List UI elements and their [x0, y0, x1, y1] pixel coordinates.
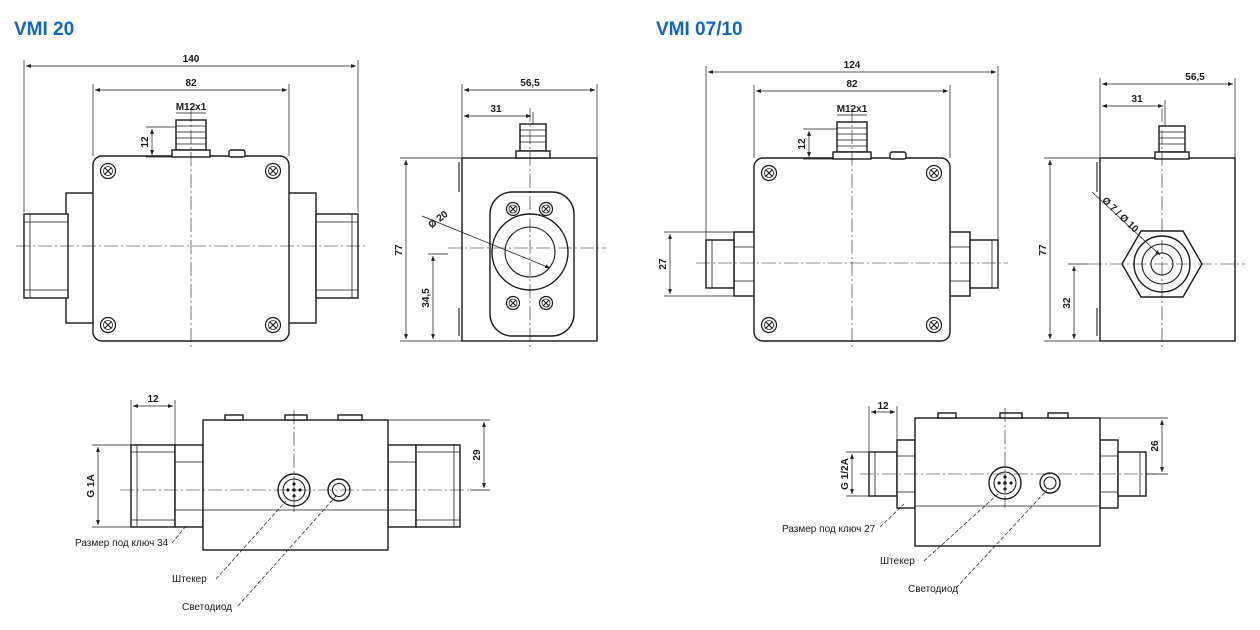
vmi20-plug-label: Штекер [172, 574, 207, 585]
vmi0710-dim-half: 26 [1150, 440, 1161, 452]
vmi20-dim-connector: 12 [140, 136, 151, 148]
vmi20-connector-label: M12x1 [176, 102, 207, 113]
vmi20-dim-offset: 31 [490, 104, 502, 115]
vmi0710-dim-body: 82 [846, 79, 858, 90]
vmi0710-dim-connector: 12 [797, 138, 808, 150]
vmi20-dim-axis: 34,5 [421, 288, 432, 308]
vmi20-wrench-label: Размер под ключ 34 [75, 538, 169, 549]
vmi20-thread-label: G 1A [86, 474, 97, 497]
vmi0710-side-view: 56,5 31 Ø 7 / Ø 10 77 32 [1038, 72, 1245, 348]
vmi0710-dim-offset: 31 [1131, 94, 1143, 105]
vmi20-front-view: 140 82 M12x1 12 [16, 54, 368, 350]
vmi20-bore-label: Ø 20 [427, 209, 451, 231]
vmi0710-connector-label: M12x1 [837, 104, 868, 115]
vmi20-side-view: 56,5 31 Ø 20 77 34,5 [394, 78, 606, 348]
vmi0710-dim-height: 77 [1038, 244, 1049, 256]
vmi0710-dim-overall: 124 [844, 60, 861, 71]
vmi0710-title: VMI 07/10 [656, 19, 743, 40]
vmi0710-dim-depth: 56,5 [1185, 72, 1205, 83]
vmi0710-wrench-label: Размер под ключ 27 [782, 524, 876, 535]
vmi20-dim-height: 77 [394, 244, 405, 256]
vmi0710-bottom-view: 12 G 1/2A 26 Размер под ключ 27 Штекер С… [782, 401, 1168, 595]
vmi0710-dim-top: 12 [877, 401, 889, 412]
vmi20-dim-depth: 56,5 [520, 78, 540, 89]
vmi0710-thread-label: G 1/2A [840, 458, 851, 490]
vmi0710-led-label: Светодиод [908, 584, 958, 595]
vmi20-dim-body: 82 [185, 78, 197, 89]
vmi20-title: VMI 20 [14, 19, 74, 40]
vmi20-dim-overall: 140 [183, 54, 200, 65]
vmi0710-dim-pipe: 27 [658, 258, 669, 270]
vmi0710-front-view: 124 82 M12x1 12 27 [658, 60, 1008, 350]
vmi20-dim-half: 29 [472, 449, 483, 461]
vmi20-dim-top: 12 [147, 394, 159, 405]
vmi0710-plug-label: Штекер [880, 556, 915, 567]
vmi0710-dim-axis: 32 [1062, 297, 1073, 309]
vmi20-bottom-view: 12 G 1A 29 Размер под ключ 34 Штекер Све… [75, 394, 490, 613]
vmi20-led-label: Светодиод [182, 602, 232, 613]
